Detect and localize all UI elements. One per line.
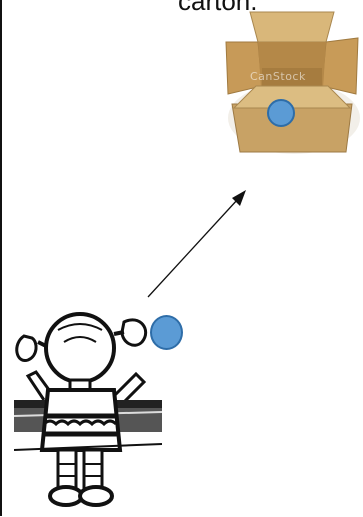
blue-dot-marker-child[interactable] [150, 315, 183, 350]
child-at-table-drawing-icon [14, 312, 162, 512]
blue-dot-marker-box[interactable] [267, 99, 295, 127]
left-border-line [0, 0, 2, 516]
watermark-text: CanStock [250, 70, 306, 83]
arrow-icon [140, 185, 250, 305]
